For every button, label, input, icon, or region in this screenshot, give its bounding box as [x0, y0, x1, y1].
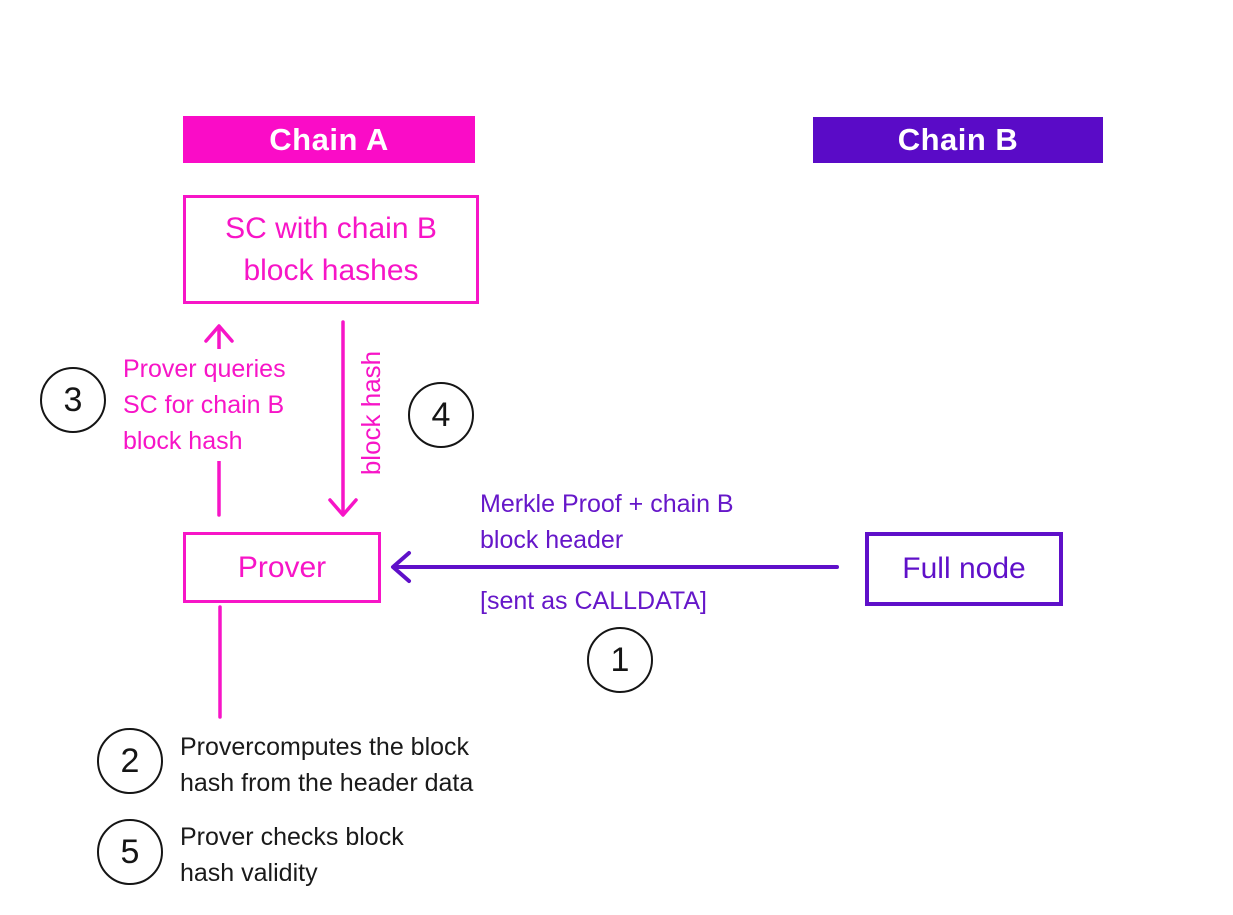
- step-1-number: 1: [610, 640, 630, 679]
- prover-queries-line1: Prover queries: [123, 355, 286, 383]
- step-4-number: 4: [431, 395, 451, 434]
- prover-queries-label: Prover queries SC for chain B block hash: [123, 349, 290, 461]
- step-2-description: Provercomputes the block hash from the h…: [180, 729, 473, 801]
- step-2-badge: 2: [97, 728, 163, 794]
- chain-b-banner: Chain B: [813, 117, 1103, 163]
- prover-queries-line3: block hash: [123, 427, 243, 455]
- prover-queries-line2: SC for chain B: [123, 391, 285, 419]
- chain-b-title: Chain B: [897, 122, 1019, 157]
- calldata-label: [sent as CALLDATA]: [480, 587, 707, 615]
- step-5-description: Prover checks block hash validity: [180, 819, 404, 891]
- chain-a-banner: Chain A: [183, 116, 475, 163]
- merkle-proof-line2: block header: [480, 526, 624, 554]
- step-4-badge: 4: [408, 382, 474, 448]
- arrow-sc-to-prover: [328, 320, 358, 517]
- step-2-number: 2: [120, 741, 140, 780]
- full-node-label: Full node: [902, 552, 1026, 585]
- sc-node-label-line1: SC with chain B: [225, 211, 437, 245]
- step-5-line2: hash validity: [180, 859, 318, 887]
- sc-node-box: SC with chain B block hashes: [183, 195, 479, 304]
- block-hash-vertical-label: block hash: [356, 350, 386, 476]
- step-1-badge: 1: [587, 627, 653, 693]
- step-5-number: 5: [120, 832, 140, 871]
- merkle-proof-label: Merkle Proof + chain B block header: [480, 486, 734, 558]
- step-3-badge: 3: [40, 367, 106, 433]
- chain-a-title: Chain A: [269, 121, 389, 157]
- full-node-box: Full node: [865, 532, 1063, 606]
- step-2-line2: hash from the header data: [180, 769, 474, 797]
- sc-node-label-line2: block hashes: [243, 253, 419, 287]
- arrow-fullnode-to-prover: [391, 551, 839, 583]
- step-2-line1: Provercomputes the block: [180, 733, 470, 761]
- step-3-number: 3: [63, 380, 83, 419]
- prover-node-label: Prover: [237, 550, 327, 584]
- merkle-proof-line1: Merkle Proof + chain B: [480, 490, 734, 518]
- step-5-badge: 5: [97, 819, 163, 885]
- prover-node-box: Prover: [183, 532, 381, 603]
- step-5-line1: Prover checks block: [180, 823, 404, 851]
